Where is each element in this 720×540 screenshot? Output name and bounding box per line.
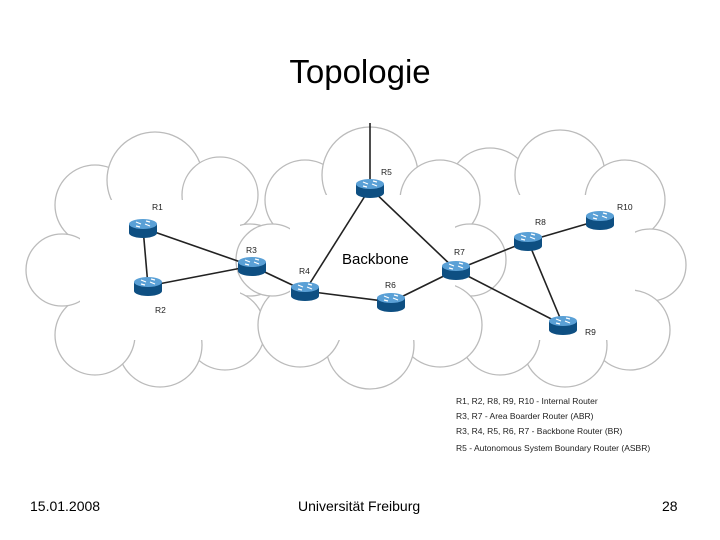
router-r1-icon bbox=[129, 219, 157, 238]
legend-line: R3, R7 - Area Boarder Router (ABR) bbox=[456, 411, 594, 421]
router-r8-icon bbox=[514, 232, 542, 251]
legend-line: R5 - Autonomous System Boundary Router (… bbox=[456, 443, 650, 453]
router-r4-icon bbox=[291, 282, 319, 301]
backbone-area-label: Backbone bbox=[342, 251, 409, 268]
link-r1-r3 bbox=[142, 227, 253, 267]
router-label: R7 bbox=[454, 247, 465, 257]
router-r6-icon bbox=[377, 293, 405, 312]
router-r5-icon bbox=[356, 179, 384, 198]
router-label: R4 bbox=[299, 266, 310, 276]
router-label: R5 bbox=[381, 167, 392, 177]
router-r3-icon bbox=[238, 257, 266, 276]
router-label: R6 bbox=[385, 280, 396, 290]
footer-page-number: 28 bbox=[662, 498, 678, 514]
legend-line: R3, R4, R5, R6, R7 - Backbone Router (BR… bbox=[456, 426, 622, 436]
router-label: R3 bbox=[246, 245, 257, 255]
router-label: R2 bbox=[155, 305, 166, 315]
router-label: R10 bbox=[617, 202, 633, 212]
router-r9-icon bbox=[549, 316, 577, 335]
router-r2-icon bbox=[134, 277, 162, 296]
footer-institution: Universität Freiburg bbox=[298, 498, 421, 514]
router-label: R8 bbox=[535, 217, 546, 227]
router-r7-icon bbox=[442, 261, 470, 280]
router-r10-icon bbox=[586, 211, 614, 230]
legend-line: R1, R2, R8, R9, R10 - Internal Router bbox=[456, 396, 598, 406]
link-r7-r9 bbox=[455, 269, 564, 326]
slide-title: Topologie bbox=[289, 53, 431, 90]
link-r4-r5 bbox=[304, 187, 371, 292]
link-r4-r6 bbox=[304, 290, 392, 303]
router-label: R9 bbox=[585, 327, 596, 337]
router-label: R1 bbox=[152, 202, 163, 212]
link-r8-r9 bbox=[527, 240, 564, 326]
link-r5-r7 bbox=[369, 187, 457, 271]
link-r2-r3 bbox=[147, 265, 253, 287]
footer-date: 15.01.2008 bbox=[30, 498, 101, 514]
